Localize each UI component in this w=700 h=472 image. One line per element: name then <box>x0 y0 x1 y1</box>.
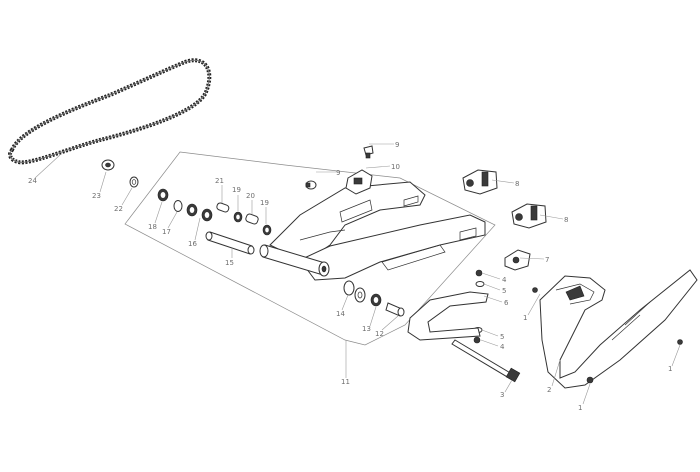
chain-guard-bracket <box>407 291 489 341</box>
bearing-left <box>157 188 169 202</box>
callout-22: 22 <box>114 205 123 213</box>
callout-8a: 8 <box>515 180 519 188</box>
screw-9a <box>363 145 374 159</box>
chain-guard <box>539 269 698 389</box>
callout-1c: 1 <box>578 404 582 412</box>
callout-23: 23 <box>92 192 101 200</box>
callout-4b: 4 <box>500 343 505 351</box>
callout-6: 6 <box>504 299 509 307</box>
callout-9b: 9 <box>336 169 340 177</box>
callout-10: 10 <box>391 163 400 171</box>
bearing-pair <box>186 203 213 222</box>
callout-1b: 1 <box>668 365 672 373</box>
callout-11: 11 <box>341 378 350 386</box>
nut-4-upper <box>475 269 483 277</box>
callout-4a: 4 <box>502 276 507 284</box>
bushing-21 <box>216 202 230 213</box>
screw-1b <box>677 339 683 345</box>
callout-14: 14 <box>336 310 345 318</box>
bushing-20 <box>245 213 259 225</box>
hub-nut <box>101 159 115 171</box>
callout-9a: 9 <box>395 141 399 149</box>
seal-ring <box>173 200 183 212</box>
seal-13 <box>370 293 382 307</box>
spacer-ring <box>129 176 139 188</box>
chain-adjuster-lower <box>511 203 547 229</box>
chain-adjuster-upper <box>462 169 498 195</box>
callout-19b: 19 <box>260 199 269 207</box>
callout-5a: 5 <box>502 287 506 295</box>
callout-19a: 19 <box>232 186 241 194</box>
washer-5-upper <box>475 281 485 287</box>
chain-slider <box>345 169 373 195</box>
screw-9b <box>305 180 317 190</box>
callout-24: 24 <box>28 177 37 185</box>
callout-8b: 8 <box>564 216 568 224</box>
callout-12: 12 <box>375 330 384 338</box>
swingarm-assembly-outline <box>124 151 496 346</box>
bushing-14 <box>343 280 366 303</box>
drive-chain <box>8 58 212 165</box>
callout-13: 13 <box>362 325 371 333</box>
nut-4-lower <box>473 336 481 344</box>
slider-block <box>504 249 531 271</box>
callout-18: 18 <box>148 223 157 231</box>
callout-1a: 1 <box>523 314 527 322</box>
callout-17: 17 <box>162 228 171 236</box>
callout-2: 2 <box>547 386 551 394</box>
screw-1a <box>532 287 538 293</box>
bushing-19a <box>233 211 243 223</box>
bushing-19b <box>262 224 272 236</box>
callout-20: 20 <box>246 192 255 200</box>
pivot-sleeve <box>205 231 255 255</box>
callout-5b: 5 <box>500 333 504 341</box>
callout-16: 16 <box>188 240 197 248</box>
rear-axle <box>451 339 521 383</box>
callout-labels: 24 23 22 18 17 16 21 19 20 19 15 9 9 10 … <box>28 141 672 412</box>
callout-7: 7 <box>545 256 549 264</box>
leader-lines <box>34 143 681 405</box>
screw-1c <box>586 376 594 384</box>
callout-15: 15 <box>225 259 234 267</box>
spacer-12 <box>385 302 405 317</box>
swingarm <box>259 181 486 281</box>
callout-21: 21 <box>215 177 224 185</box>
callout-3: 3 <box>500 391 504 399</box>
